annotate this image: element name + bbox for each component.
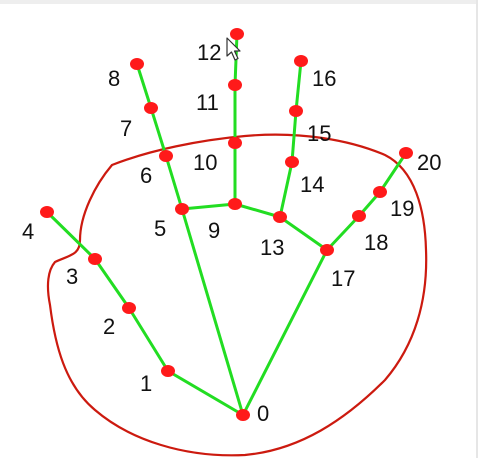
joint-0 — [236, 409, 250, 421]
bone-9-13 — [233, 202, 282, 219]
joint-2 — [122, 302, 136, 314]
joint-16 — [294, 55, 308, 67]
joint-15 — [289, 105, 303, 117]
bone-15-16 — [294, 59, 303, 113]
joint-19 — [373, 186, 387, 198]
joint-12 — [230, 28, 244, 40]
joint-label-4: 4 — [22, 219, 34, 244]
joint-7 — [144, 102, 158, 114]
joint-label-6: 6 — [140, 163, 152, 188]
bone-5-9 — [180, 202, 237, 211]
joint-label-20: 20 — [417, 150, 441, 175]
joint-11 — [228, 79, 242, 91]
bone-13-17 — [278, 215, 329, 252]
joint-6 — [159, 150, 173, 162]
joint-label-12: 12 — [197, 40, 221, 65]
joint-label-0: 0 — [257, 401, 269, 426]
joint-label-17: 17 — [331, 266, 355, 291]
bone-connections — [45, 32, 408, 417]
bone-17-18 — [325, 214, 361, 252]
joint-5 — [175, 203, 189, 215]
top-border — [0, 0, 478, 4]
joint-label-11: 11 — [196, 90, 219, 115]
joint-label-19: 19 — [390, 196, 414, 221]
joint-label-13: 13 — [260, 235, 284, 260]
joint-label-2: 2 — [103, 314, 115, 339]
joint-3 — [88, 253, 102, 265]
joint-label-10: 10 — [193, 150, 217, 175]
bone-0-1 — [166, 369, 245, 417]
joint-label-3: 3 — [66, 264, 78, 289]
joint-label-14: 14 — [300, 172, 324, 197]
joint-label-8: 8 — [108, 66, 120, 91]
joint-9 — [228, 198, 242, 210]
joint-label-18: 18 — [364, 230, 388, 255]
bone-7-8 — [135, 62, 153, 110]
joint-10 — [228, 137, 242, 149]
joint-label-9: 9 — [208, 218, 220, 243]
joint-13 — [273, 211, 287, 223]
right-border — [476, 0, 478, 458]
bone-14-15 — [290, 109, 298, 164]
joint-label-16: 16 — [312, 66, 336, 91]
joint-17 — [320, 244, 334, 256]
bone-2-3 — [93, 257, 131, 310]
joint-8 — [130, 58, 144, 70]
bone-0-17 — [241, 248, 329, 417]
joint-label-1: 1 — [140, 371, 152, 396]
joint-label-15: 15 — [307, 121, 331, 146]
bone-19-20 — [378, 151, 408, 194]
joint-18 — [352, 210, 366, 222]
mouse-pointer-icon — [226, 37, 241, 61]
joint-label-7: 7 — [120, 116, 132, 141]
joint-14 — [285, 156, 299, 168]
joint-1 — [161, 365, 175, 377]
joint-4 — [40, 206, 54, 218]
bone-0-5 — [180, 207, 245, 417]
joint-points — [40, 28, 413, 421]
joint-20 — [399, 147, 413, 159]
bone-1-2 — [127, 306, 170, 373]
bone-3-4 — [45, 210, 97, 261]
joint-label-5: 5 — [154, 216, 166, 241]
bone-13-14 — [278, 160, 294, 219]
bone-5-6 — [164, 154, 184, 211]
bone-6-7 — [149, 106, 168, 158]
hand-outline-annotation — [46, 133, 428, 457]
